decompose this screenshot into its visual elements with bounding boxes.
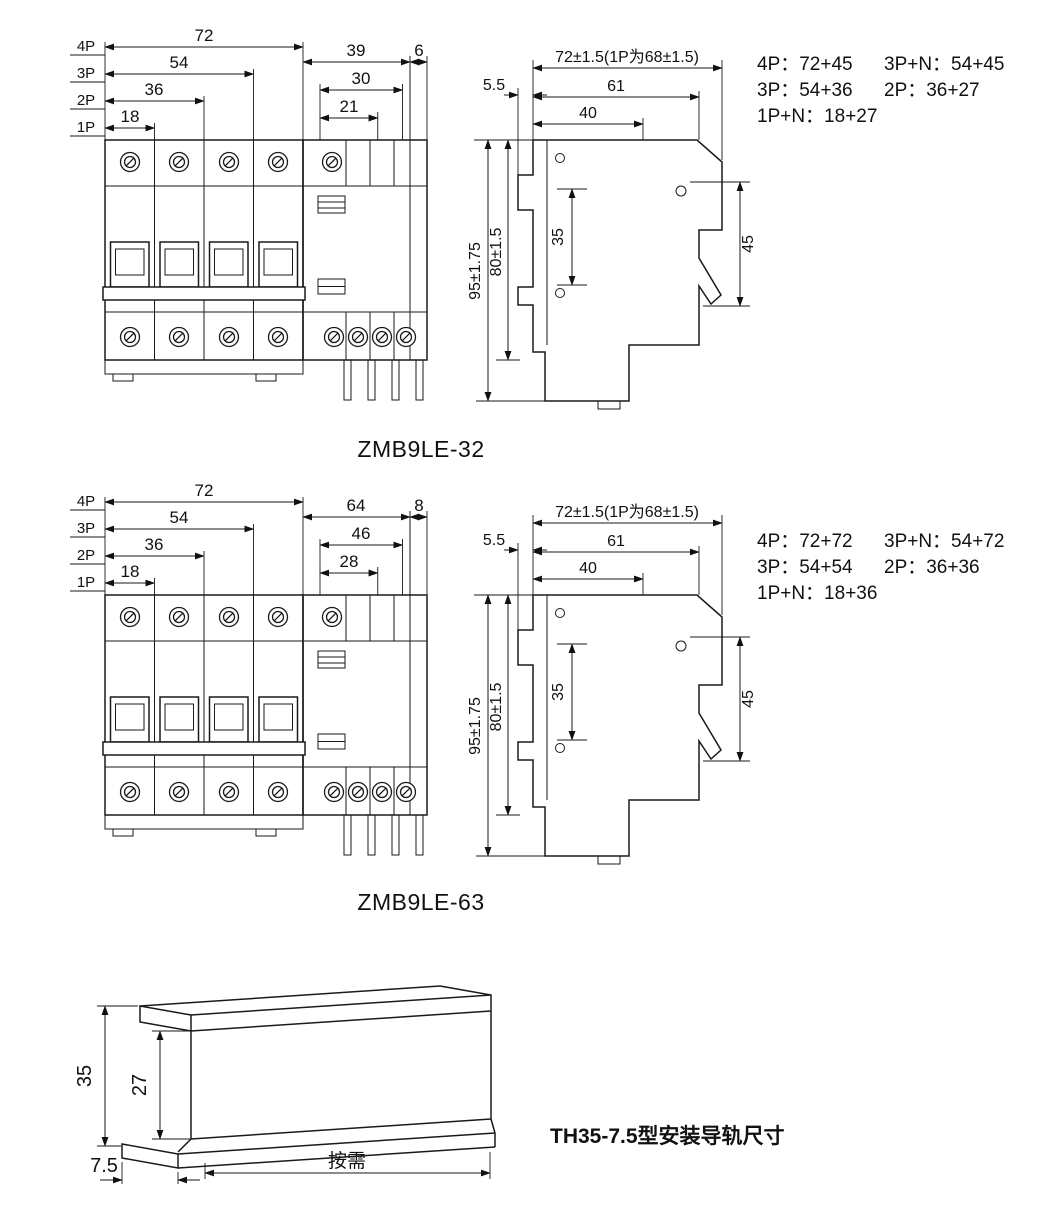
rcd-module-details <box>317 511 411 815</box>
dim-module-width: 64 <box>347 496 366 515</box>
din-rail-drawing: 35 27 7.5 按需 <box>74 985 496 1184</box>
pole-label-3p: 3P <box>77 520 95 537</box>
note-2p: 2P：36+36 <box>884 557 980 578</box>
dim-width-4p: 72 <box>195 26 214 45</box>
dim-module-inner: 30 <box>352 69 371 88</box>
dim-height-body: 80±1.5 <box>488 682 505 731</box>
rail-dimensions: 35 27 7.5 按需 <box>74 1005 491 1184</box>
dim-depth-front: 40 <box>579 560 597 577</box>
zmb9le-32-drawing: 4P 3P 2P 1P 72 54 36 18 39 6 30 <box>70 26 1004 410</box>
breaker-front-outline <box>104 139 428 361</box>
dim-hole-pitch: 35 <box>550 683 567 701</box>
dim-depth-total: 72±1.5(1P为68±1.5) <box>555 503 699 521</box>
dim-rear-height: 45 <box>740 235 757 253</box>
dim-rail-depth: 7.5 <box>90 1155 118 1177</box>
dim-width-3p: 54 <box>170 508 189 527</box>
dim-rear-height: 45 <box>740 690 757 708</box>
note-1pn: 1P+N：18+27 <box>757 106 877 127</box>
dim-width-2p: 36 <box>145 535 164 554</box>
dim-width-1p: 18 <box>121 107 140 126</box>
pole-label-4p: 4P <box>77 38 95 55</box>
note-4p: 4P：72+72 <box>757 531 853 552</box>
pole-label-3p: 3P <box>77 65 95 82</box>
module-dimensions: 64 8 46 28 <box>302 496 428 595</box>
dim-module-width: 39 <box>347 41 366 60</box>
pole-label-2p: 2P <box>77 92 95 109</box>
pole-label-4p: 4P <box>77 493 95 510</box>
dim-hole-pitch: 35 <box>550 228 567 246</box>
dim-rail-length: 按需 <box>328 1150 366 1172</box>
side-view-dimensions: 72±1.5(1P为68±1.5) 5.5 61 40 95±1.75 80±1… <box>467 48 757 402</box>
note-1pn: 1P+N：18+36 <box>757 583 877 604</box>
dim-module-cap: 6 <box>414 41 423 60</box>
breaker-side-profile <box>517 594 723 865</box>
dim-rail-height: 35 <box>74 1065 96 1087</box>
figure-title-zmb9le-63: ZMB9LE-63 <box>357 889 485 915</box>
dim-depth-total: 72±1.5(1P为68±1.5) <box>555 48 699 66</box>
pole-label-1p: 1P <box>77 574 95 591</box>
dim-rail-inner-height: 27 <box>129 1074 151 1096</box>
dim-height-total: 95±1.75 <box>467 242 484 300</box>
dim-height-total: 95±1.75 <box>467 697 484 755</box>
module-dimensions: 39 6 30 21 <box>302 41 428 140</box>
toggle-handles <box>102 696 306 756</box>
dim-height-body: 80±1.5 <box>488 227 505 276</box>
dim-module-cap: 8 <box>414 496 423 515</box>
dim-width-3p: 54 <box>170 53 189 72</box>
zmb9le-63-drawing: 4P 3P 2P 1P 72 54 36 18 64 8 46 <box>70 481 1004 865</box>
dim-depth-to-rail: 61 <box>607 533 625 550</box>
mounting-base <box>104 814 424 856</box>
pole-width-dimensions: 4P 3P 2P 1P 72 54 36 18 <box>70 26 304 140</box>
toggle-handles <box>102 241 306 301</box>
figure-title-zmb9le-32: ZMB9LE-32 <box>357 436 485 462</box>
pole-label-2p: 2P <box>77 547 95 564</box>
dim-module-inner-small: 21 <box>340 97 359 116</box>
note-3p: 3P：54+54 <box>757 557 853 578</box>
pole-label-1p: 1P <box>77 119 95 136</box>
dim-module-inner: 46 <box>352 524 371 543</box>
side-view-dimensions: 72±1.5(1P为68±1.5) 5.5 61 40 95±1.75 80±1… <box>467 503 757 857</box>
note-3pn: 3P+N：54+72 <box>884 531 1004 552</box>
mounting-base <box>104 359 424 401</box>
dim-width-2p: 36 <box>145 80 164 99</box>
rcd-module-details <box>317 56 411 360</box>
dim-front-step: 5.5 <box>483 532 505 549</box>
pole-width-dimensions: 4P 3P 2P 1P 72 54 36 18 <box>70 481 304 595</box>
combination-notes: 4P：72+72 3P+N：54+72 3P：54+54 2P：36+36 1P… <box>757 531 1004 604</box>
dim-module-inner-small: 28 <box>340 552 359 571</box>
din-rail-body <box>121 985 496 1169</box>
note-3p: 3P：54+36 <box>757 80 853 101</box>
note-3pn: 3P+N：54+45 <box>884 54 1004 75</box>
combination-notes: 4P：72+45 3P+N：54+45 3P：54+36 2P：36+27 1P… <box>757 54 1004 127</box>
dim-front-step: 5.5 <box>483 77 505 94</box>
note-2p: 2P：36+27 <box>884 80 980 101</box>
breaker-side-profile <box>517 139 723 410</box>
dim-width-4p: 72 <box>195 481 214 500</box>
rail-title: TH35-7.5型安装导轨尺寸 <box>550 1125 785 1148</box>
dim-depth-to-rail: 61 <box>607 78 625 95</box>
dim-width-1p: 18 <box>121 562 140 581</box>
dim-depth-front: 40 <box>579 105 597 122</box>
note-4p: 4P：72+45 <box>757 54 853 75</box>
